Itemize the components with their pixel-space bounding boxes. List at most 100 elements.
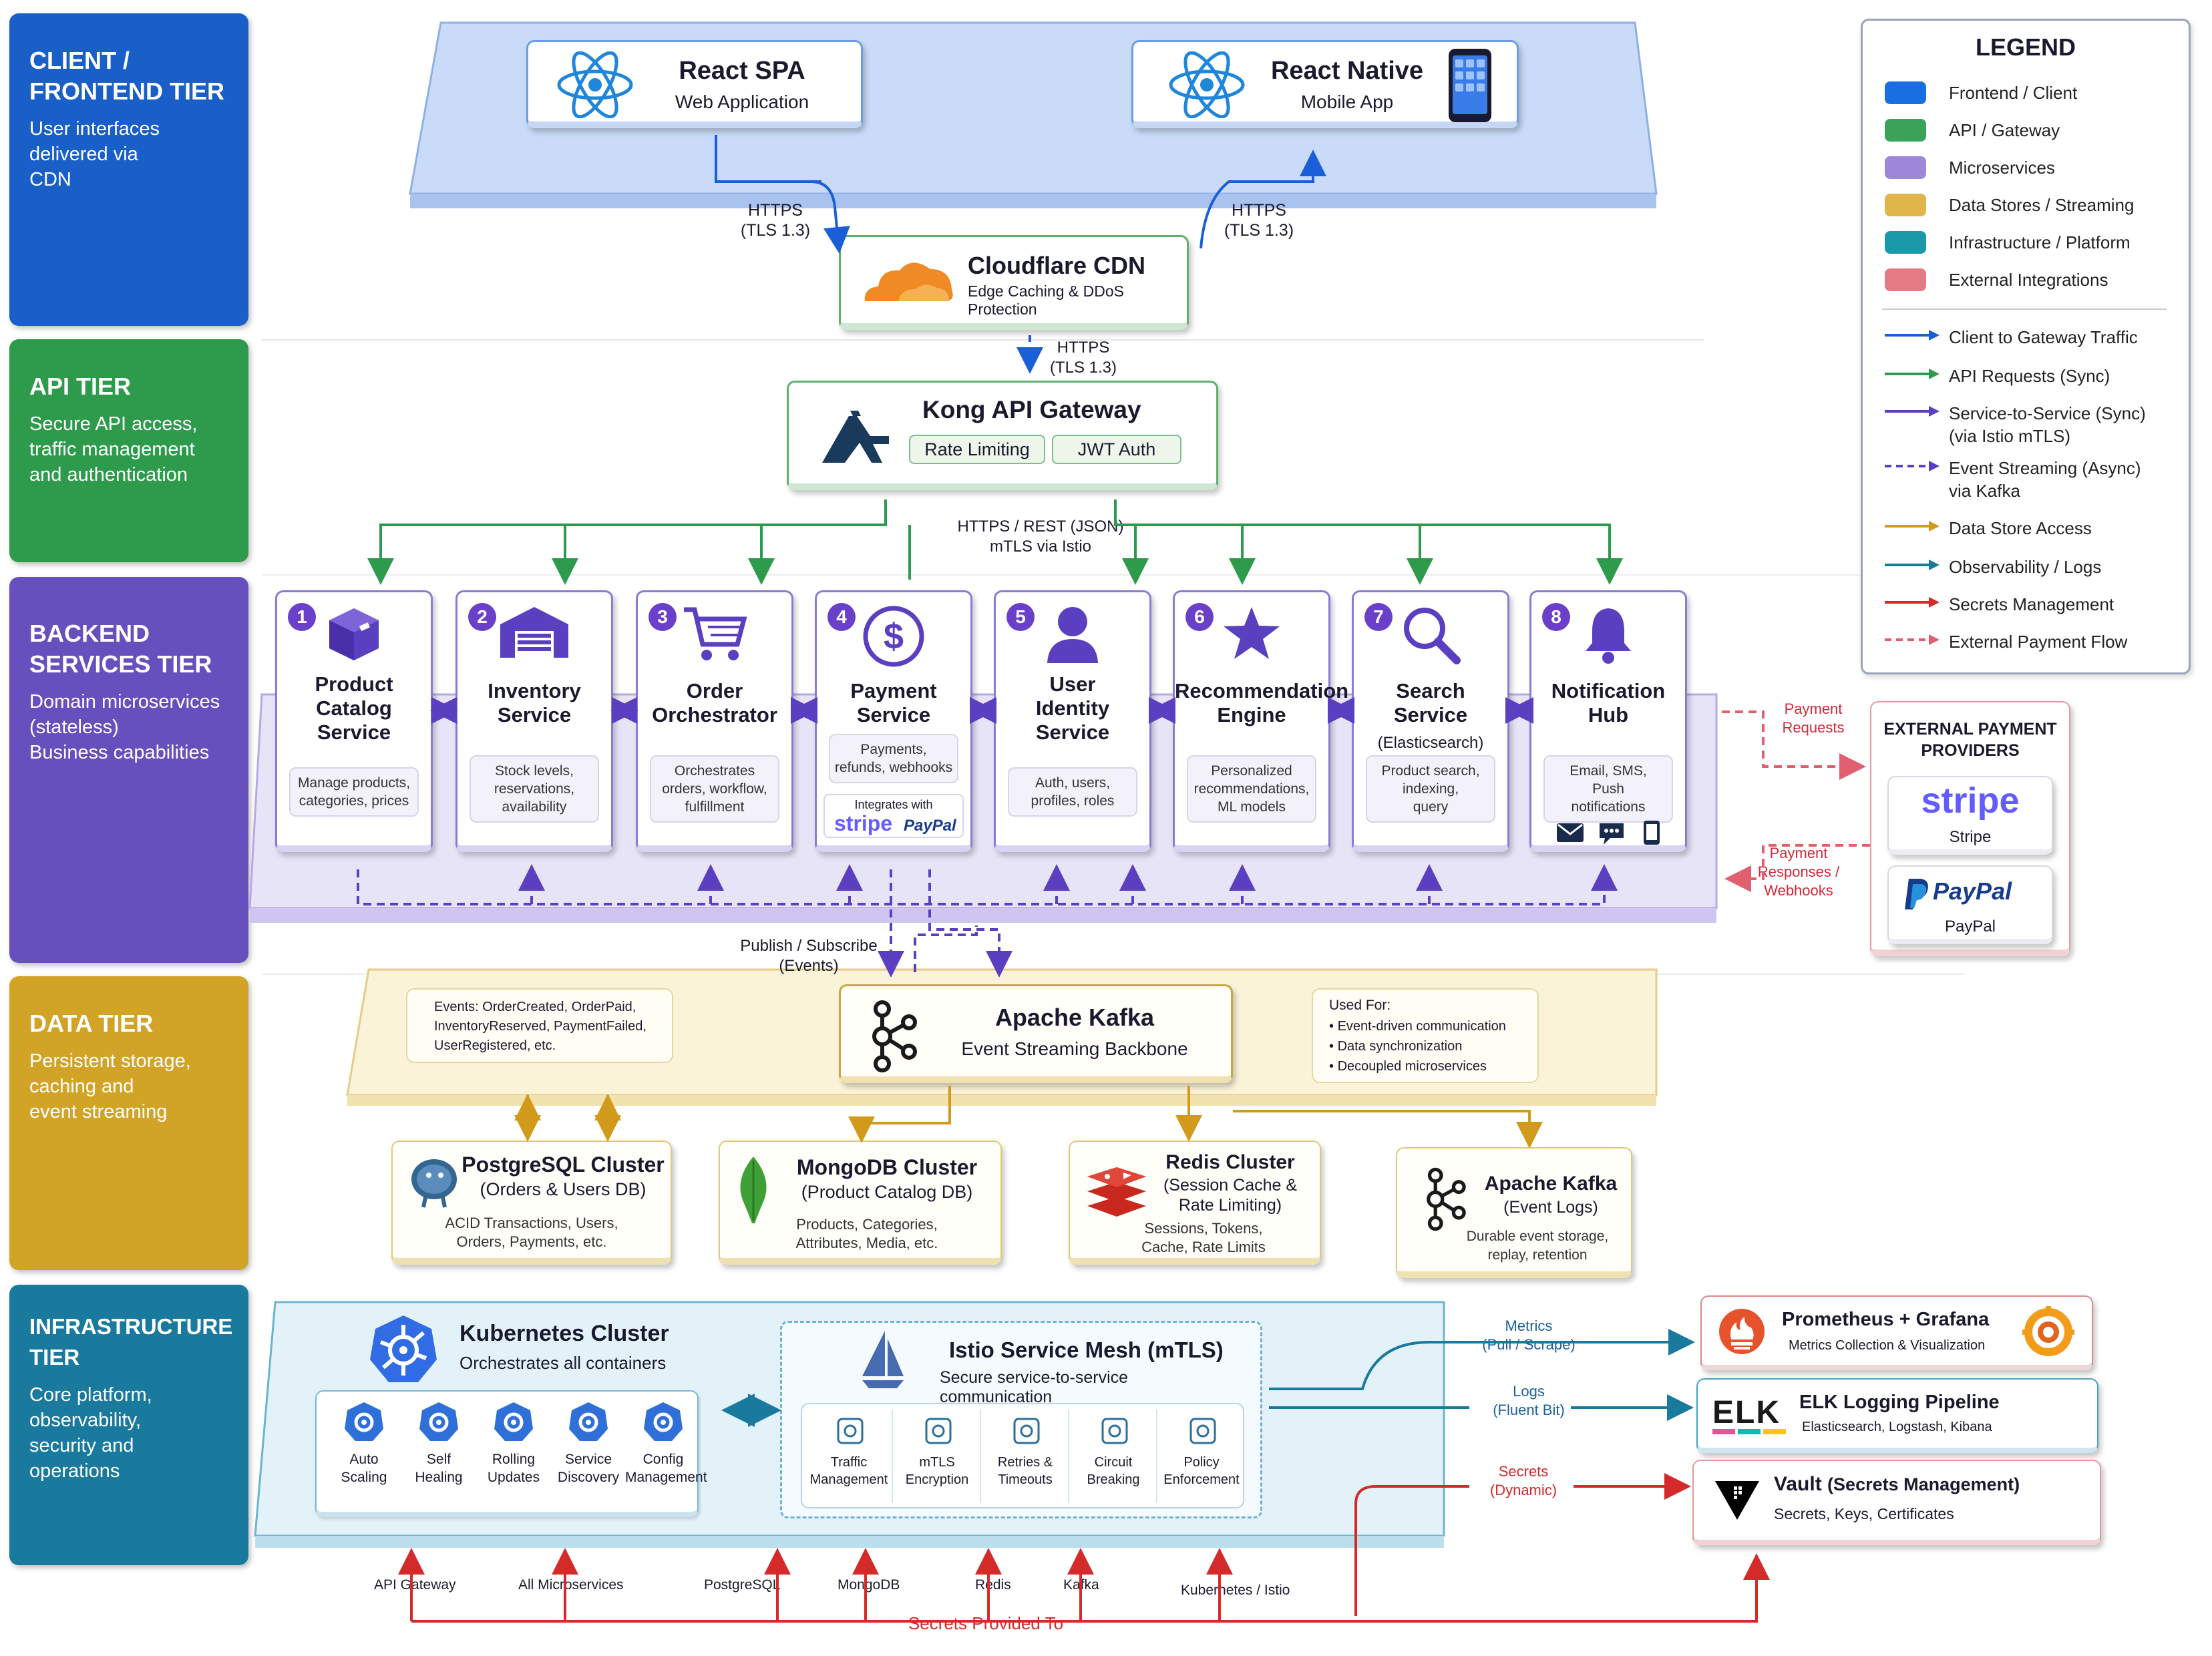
redis-card[interactable]: Redis Cluster (Session Cache & Rate Limi… xyxy=(1069,1141,1321,1265)
external-payment-title: EXTERNAL PAYMENT PROVIDERS xyxy=(1883,720,2057,760)
react-native-card[interactable]: React Native Mobile App xyxy=(1131,40,1519,128)
secrets-target-label: All Microservices xyxy=(518,1577,624,1593)
k8s-title: Kubernetes Cluster xyxy=(459,1321,669,1346)
prometheus-grafana-card[interactable]: Prometheus + Grafana Metrics Collection … xyxy=(1700,1295,2093,1370)
istio-subtitle: Secure service-to-service communication xyxy=(940,1368,1129,1406)
tier-title: INFRASTRUCTURE TIER xyxy=(29,1314,233,1370)
service-name: Payment Service xyxy=(850,679,937,727)
tier-desc: User interfaces delivered via CDN xyxy=(29,118,160,190)
istio-feature: Circuit Breaking xyxy=(1071,1410,1157,1503)
postgres-desc: ACID Transactions, Users, Orders, Paymen… xyxy=(445,1215,618,1250)
secrets-target-label: API Gateway xyxy=(374,1577,456,1593)
secrets-target-label: MongoDB xyxy=(838,1577,900,1593)
secrets-target-label: Redis xyxy=(975,1577,1011,1593)
notification-channels xyxy=(1545,819,1676,846)
redis-icon xyxy=(1087,1167,1146,1217)
used-for-item: • Event-driven communication xyxy=(1329,1019,1506,1034)
used-for-title: Used For: xyxy=(1329,998,1391,1013)
retry-icon xyxy=(1013,1418,1040,1444)
service-desc: Personalized recommendations, ML models xyxy=(1187,755,1316,823)
legend-line xyxy=(1885,406,1940,417)
legend-swatch xyxy=(1885,119,1926,142)
paypal-card[interactable]: PayPal PayPal xyxy=(1887,865,2053,944)
postgresql-card[interactable]: PostgreSQL Cluster (Orders & Users DB) A… xyxy=(391,1141,672,1265)
used-for-item: • Decoupled microservices xyxy=(1329,1059,1487,1074)
service-number: 8 xyxy=(1542,603,1570,631)
legend-label: Infrastructure / Platform xyxy=(1949,232,2131,252)
k8s-feature-label: Auto Scaling xyxy=(341,1452,387,1485)
k8s-feature: Service Discovery xyxy=(550,1398,624,1512)
react-spa-subtitle: Web Application xyxy=(675,91,809,112)
kafka-logs-subtitle: (Event Logs) xyxy=(1503,1198,1598,1217)
legend-swatch xyxy=(1885,194,1926,216)
kafka-backbone-card[interactable]: Apache Kafka Event Streaming Backbone xyxy=(839,984,1233,1083)
used-for-text: Data synchronization xyxy=(1337,1039,1463,1054)
kafka-title: Apache Kafka xyxy=(994,1004,1155,1031)
legend-label: API Requests (Sync) xyxy=(1949,366,2110,386)
mongodb-subtitle: (Product Catalog DB) xyxy=(801,1182,973,1202)
tier-desc: Secure API access, traffic management an… xyxy=(29,413,198,485)
email-icon xyxy=(1557,823,1584,842)
bell-icon xyxy=(1582,604,1635,668)
legend-label: Service-to-Service (Sync) (via Istio mTL… xyxy=(1949,403,2146,446)
metrics-label: Metrics (Pull / Scrape) xyxy=(1482,1317,1576,1353)
vault-title-row: Vault (Secrets Management) xyxy=(1774,1473,2020,1496)
events-list-box: Events: OrderCreated, OrderPaid, Invento… xyxy=(406,988,673,1063)
stripe-card[interactable]: stripe Stripe xyxy=(1887,776,2053,855)
tier-infra: INFRASTRUCTURE TIER Core platform, obser… xyxy=(9,1285,248,1565)
react-spa-title: React SPA xyxy=(679,57,805,85)
prometheus-title: Prometheus + Grafana xyxy=(1782,1309,1990,1330)
dollar-icon: $ xyxy=(862,604,926,672)
k8s-feature-label: Rolling Updates xyxy=(487,1452,540,1485)
react-spa-card[interactable]: React SPA Web Application xyxy=(526,40,863,128)
elk-title: ELK Logging Pipeline xyxy=(1799,1392,2000,1413)
service-desc: Product search, indexing, query xyxy=(1366,755,1495,823)
cloudflare-cdn-card[interactable]: Cloudflare CDN Edge Caching & DDoS Prote… xyxy=(839,235,1189,330)
paypal-logo: PayPal xyxy=(904,817,956,835)
legend-line xyxy=(1885,560,1940,570)
smartphone-icon xyxy=(1449,49,1491,122)
istio-title: Istio Service Mesh (mTLS) xyxy=(949,1337,1224,1362)
jwt-auth-chip: JWT Auth xyxy=(1052,435,1181,464)
elk-colors-icon xyxy=(1712,1429,1786,1434)
legend-line xyxy=(1885,521,1940,532)
legend-label: External Integrations xyxy=(1949,270,2108,290)
legend-label: Secrets Management xyxy=(1949,594,2114,614)
k8s-feature-label: Service Discovery xyxy=(557,1452,620,1485)
kafka-icon xyxy=(1427,1167,1466,1231)
external-payment-providers: EXTERNAL PAYMENT PROVIDERS stripe Stripe… xyxy=(1870,701,2070,956)
k8s-subtitle: Orchestrates all containers xyxy=(459,1353,667,1373)
stripe-label: Stripe xyxy=(1949,828,1992,846)
mongodb-card[interactable]: MongoDB Cluster (Product Catalog DB) Pro… xyxy=(719,1141,1002,1265)
react-native-subtitle: Mobile App xyxy=(1300,91,1394,112)
postgres-icon xyxy=(411,1159,457,1208)
used-for-text: Decoupled microservices xyxy=(1337,1059,1487,1074)
chat-icon xyxy=(1600,823,1624,845)
istio-sail-icon xyxy=(862,1331,904,1388)
service-name: Inventory Service xyxy=(488,679,581,727)
service-subname: (Elasticsearch) xyxy=(1377,734,1484,752)
kong-logo-icon xyxy=(822,411,889,463)
service-desc: Payments, refunds, webhooks xyxy=(829,734,958,783)
k8s-feature-label: Self Healing xyxy=(415,1452,463,1485)
service-desc: Auth, users, profiles, roles xyxy=(1008,767,1137,817)
kafka-logs-card[interactable]: Apache Kafka (Event Logs) Durable event … xyxy=(1396,1147,1632,1278)
vault-card[interactable]: Vault (Secrets Management) Secrets, Keys… xyxy=(1692,1460,2101,1545)
tier-backend: BACKEND SERVICES TIER Domain microservic… xyxy=(9,577,248,963)
kong-gateway-card[interactable]: Kong API Gateway Rate Limiting JWT Auth xyxy=(787,381,1218,490)
istio-feature-label: Circuit Breaking xyxy=(1087,1455,1140,1487)
legend-label: Event Streaming (Async) via Kafka xyxy=(1949,458,2141,501)
service-number: 6 xyxy=(1185,603,1214,631)
legend-line xyxy=(1885,369,1940,379)
elk-card[interactable]: ELK ELK Logging Pipeline Elasticsearch, … xyxy=(1696,1378,2098,1453)
used-for-box: Used For: • Event-driven communication •… xyxy=(1312,988,1539,1083)
integrates-label: Integrates with xyxy=(854,798,933,811)
